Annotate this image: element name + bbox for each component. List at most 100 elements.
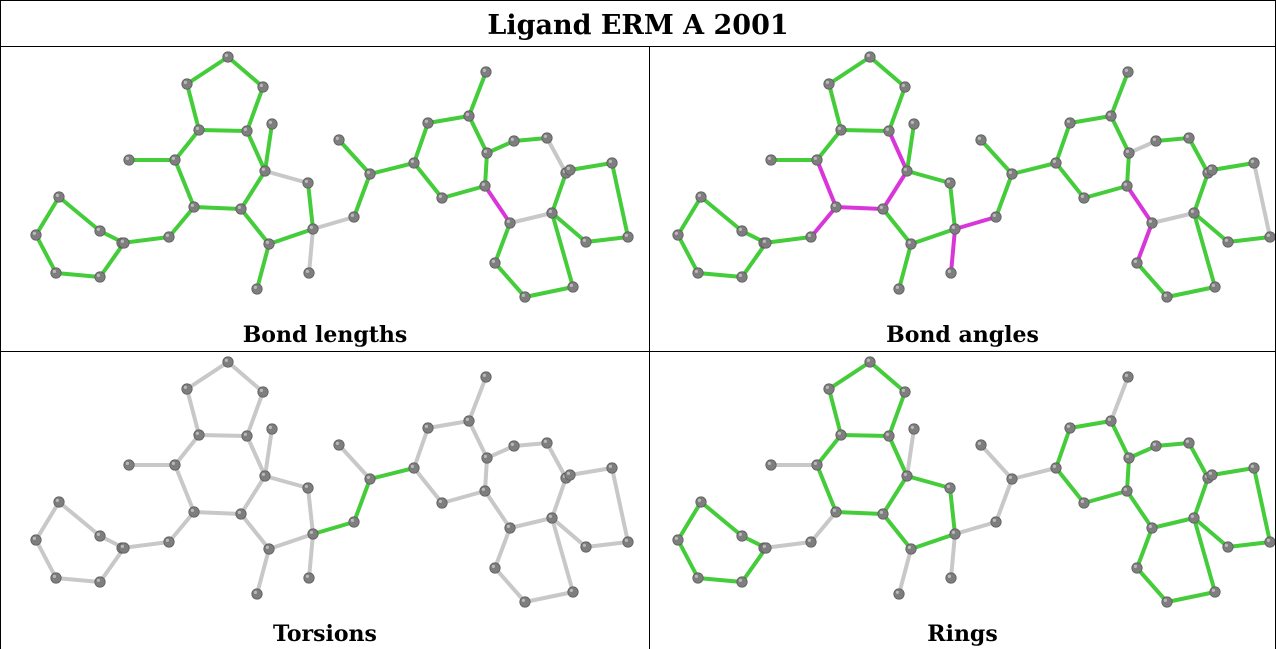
atom-highlight bbox=[694, 574, 698, 578]
bond bbox=[337, 443, 372, 481]
atom bbox=[408, 157, 420, 169]
atom-highlight bbox=[866, 358, 870, 362]
atom bbox=[303, 572, 315, 584]
atom bbox=[546, 207, 558, 219]
atom-highlight bbox=[55, 193, 60, 197]
atom bbox=[1131, 257, 1143, 269]
atom-highlight bbox=[190, 508, 194, 512]
atom bbox=[241, 430, 253, 442]
molecule-diagram bbox=[30, 51, 634, 303]
bond bbox=[1187, 136, 1210, 175]
bond bbox=[834, 205, 885, 211]
bond bbox=[508, 516, 554, 530]
bond bbox=[905, 169, 952, 185]
atom bbox=[259, 470, 271, 482]
atom-highlight bbox=[885, 432, 889, 436]
atom bbox=[805, 231, 817, 243]
bond bbox=[426, 114, 471, 125]
bond bbox=[239, 169, 267, 211]
bond bbox=[827, 55, 872, 86]
atom bbox=[422, 422, 434, 434]
bond bbox=[887, 85, 907, 133]
bond bbox=[197, 128, 249, 133]
bond bbox=[676, 195, 703, 237]
atom bbox=[1131, 562, 1143, 574]
bond bbox=[839, 433, 891, 438]
atom-highlight bbox=[510, 442, 514, 446]
bond bbox=[226, 360, 265, 394]
atom bbox=[990, 211, 1002, 223]
bond bbox=[1109, 419, 1131, 460]
molecule-diagram bbox=[30, 356, 634, 608]
atom-highlight bbox=[901, 83, 905, 87]
atom bbox=[1146, 522, 1158, 534]
atom bbox=[823, 78, 835, 90]
atom bbox=[188, 506, 200, 518]
atom bbox=[169, 154, 181, 166]
atom-highlight bbox=[304, 484, 308, 488]
atom bbox=[830, 506, 842, 518]
atom bbox=[508, 135, 520, 147]
bond bbox=[352, 172, 372, 219]
atom-highlight bbox=[866, 53, 870, 57]
atom-highlight bbox=[309, 530, 313, 534]
atom bbox=[672, 534, 684, 546]
panel-caption: Bond angles bbox=[886, 322, 1039, 348]
atom-highlight bbox=[171, 461, 175, 465]
bond bbox=[306, 486, 315, 536]
bond bbox=[245, 434, 267, 478]
atom-highlight bbox=[762, 239, 766, 243]
atom-highlight bbox=[879, 205, 883, 209]
atom-highlight bbox=[1052, 159, 1056, 163]
atom bbox=[123, 154, 135, 166]
atom-highlight bbox=[165, 233, 169, 237]
bond bbox=[185, 82, 201, 132]
atom-highlight bbox=[1208, 471, 1212, 475]
left-border bbox=[0, 0, 1, 649]
atom-highlight bbox=[608, 159, 613, 163]
bond bbox=[1165, 285, 1217, 299]
bond bbox=[550, 476, 568, 520]
atom bbox=[736, 271, 748, 283]
bond bbox=[696, 271, 744, 279]
atom bbox=[259, 165, 271, 177]
bond bbox=[493, 566, 527, 604]
bond bbox=[905, 122, 916, 173]
bond bbox=[440, 184, 487, 200]
atom bbox=[1161, 596, 1173, 608]
atom-highlight bbox=[268, 425, 272, 429]
bond bbox=[1192, 476, 1210, 520]
atom bbox=[163, 536, 175, 548]
atom-highlight bbox=[183, 385, 187, 389]
bond bbox=[57, 195, 102, 233]
bond bbox=[412, 426, 430, 470]
bond bbox=[827, 360, 872, 391]
atom bbox=[519, 291, 531, 303]
panel-bond-angles: Bond angles bbox=[650, 47, 1275, 351]
atom-highlight bbox=[694, 269, 698, 273]
atom bbox=[1150, 135, 1162, 147]
atom bbox=[1050, 157, 1062, 169]
molecule-diagram bbox=[672, 356, 1275, 608]
atom bbox=[94, 225, 106, 237]
molecule-diagram bbox=[672, 51, 1275, 303]
atom-highlight bbox=[832, 203, 836, 207]
atom-highlight bbox=[366, 475, 370, 479]
atom bbox=[736, 225, 748, 237]
bond bbox=[881, 207, 913, 246]
bond bbox=[523, 285, 575, 299]
bond bbox=[306, 181, 315, 231]
atom-highlight bbox=[885, 127, 889, 131]
atom-highlight bbox=[992, 213, 996, 217]
atom-highlight bbox=[483, 454, 487, 458]
atom bbox=[1222, 236, 1234, 248]
bond bbox=[120, 235, 171, 245]
bond bbox=[545, 441, 568, 480]
atom bbox=[30, 229, 42, 241]
bond bbox=[762, 540, 813, 550]
bond bbox=[173, 128, 201, 162]
bond bbox=[1226, 235, 1272, 244]
atom-highlight bbox=[738, 273, 742, 277]
atom-highlight bbox=[506, 524, 510, 528]
atom bbox=[606, 157, 618, 169]
